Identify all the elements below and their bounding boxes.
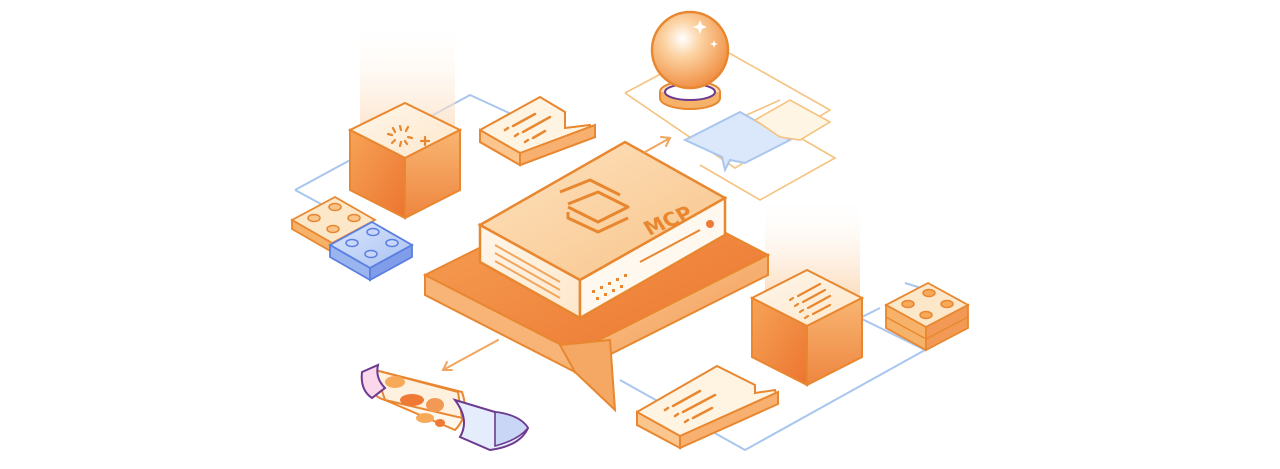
chat-bubble-icon bbox=[636, 364, 780, 450]
building-block-icon bbox=[328, 220, 414, 282]
chat-bubble-icon bbox=[479, 95, 597, 167]
arrow-icon bbox=[441, 339, 499, 371]
crystal-ball-icon bbox=[650, 10, 730, 110]
lava-lamp-icon bbox=[360, 363, 530, 452]
sparkle-box-icon bbox=[347, 101, 463, 220]
mcp-logo-icon bbox=[559, 178, 630, 234]
chat-bubble-icon bbox=[753, 99, 832, 141]
arrow-icon bbox=[644, 136, 672, 153]
building-block-icon bbox=[884, 281, 970, 352]
document-box-icon bbox=[749, 268, 865, 387]
server-icon: MCP bbox=[477, 140, 728, 321]
